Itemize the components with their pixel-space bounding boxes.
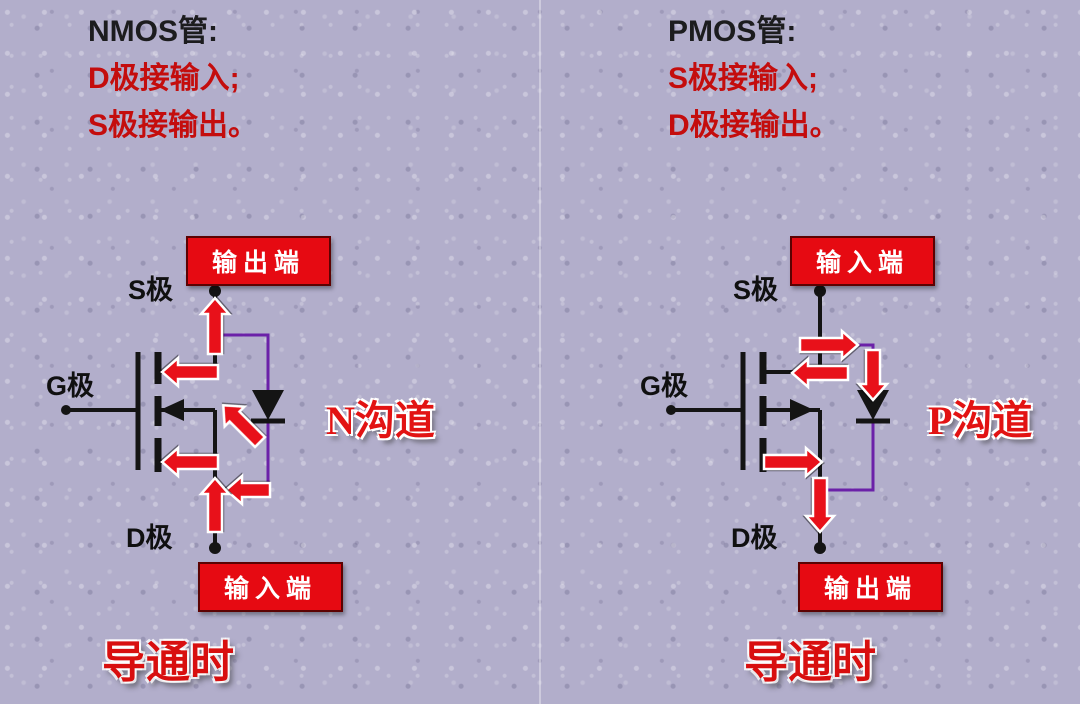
current-arrow [790, 356, 850, 390]
nmos-header-title: NMOS管: [88, 15, 218, 48]
current-arrow [160, 445, 220, 479]
mosfet-arrow [790, 399, 814, 421]
current-arrow [160, 355, 220, 389]
pmos-channel-label: P沟道 [928, 398, 1033, 443]
nmos-state-label: 导通时 [102, 638, 234, 687]
current-arrow [198, 476, 232, 534]
gate-node [666, 405, 676, 415]
current-arrow [198, 296, 232, 356]
current-arrow [798, 328, 860, 362]
pmos-d-label: D极 [731, 523, 778, 553]
s-node [209, 285, 221, 297]
d-node [209, 542, 221, 554]
diode-wire [820, 420, 875, 492]
nmos-g-label: G极 [46, 371, 95, 401]
pmos-s-label: S极 [733, 275, 779, 305]
current-arrow [803, 476, 837, 534]
mosfet-arrow [160, 399, 184, 421]
current-arrow [221, 403, 267, 449]
nmos-input-terminal-box: 输入端 [198, 562, 344, 612]
current-arrow [856, 348, 890, 402]
s-node [814, 285, 826, 297]
pmos-input-terminal-box: 输入端 [790, 236, 936, 286]
pmos-header-line2: D极接输出。 [668, 109, 840, 142]
pmos-g-label: G极 [640, 371, 689, 401]
nmos-header-line2: S极接输出。 [88, 109, 259, 142]
panel-divider [539, 0, 541, 704]
nmos-channel-label: N沟道 [326, 398, 435, 443]
d-node [814, 542, 826, 554]
pmos-circuit [666, 285, 890, 554]
pmos-header-line1: S极接输入; [668, 62, 818, 95]
nmos-header-line1: D极接输入; [88, 62, 240, 95]
gate-node [61, 405, 71, 415]
body-diode [857, 390, 889, 420]
current-arrow [762, 445, 824, 479]
nmos-d-label: D极 [126, 523, 173, 553]
nmos-circuit [61, 285, 285, 554]
pmos-output-terminal-box: 输出端 [798, 562, 944, 612]
body-diode [252, 390, 284, 420]
pmos-state-label: 导通时 [744, 638, 876, 687]
pmos-header: PMOS管: S极接输入; D极接输出。 [668, 8, 840, 149]
nmos-header: NMOS管: D极接输入; S极接输出。 [88, 8, 258, 149]
nmos-output-terminal-box: 输出端 [186, 236, 332, 286]
nmos-s-label: S极 [128, 275, 174, 305]
current-arrow [224, 473, 272, 507]
pmos-header-title: PMOS管: [668, 15, 797, 48]
diode-wire [215, 333, 270, 392]
